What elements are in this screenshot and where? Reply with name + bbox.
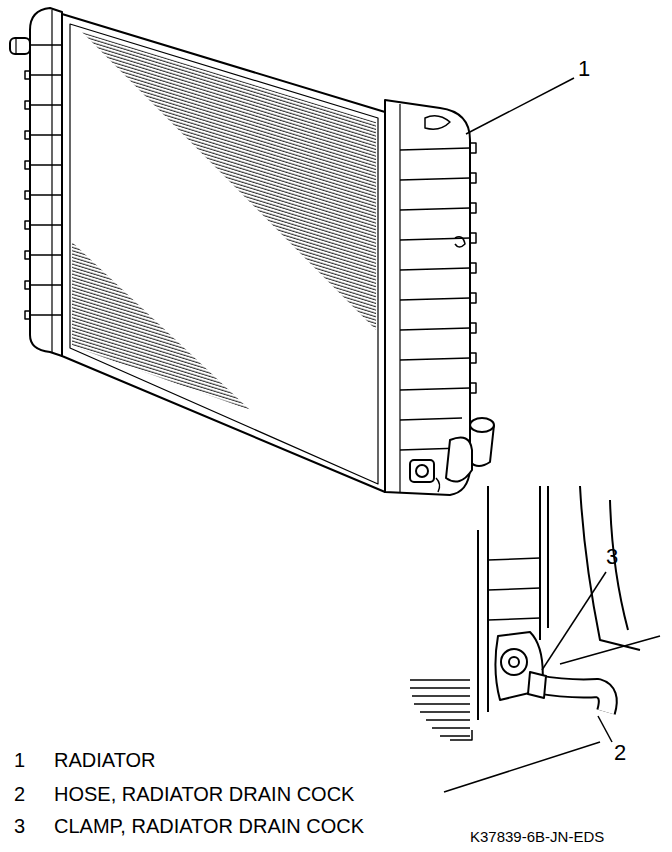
- tank-seam: [51, 10, 52, 352]
- figure-code: K37839-6B-JN-EDS: [470, 828, 604, 846]
- drain-cock-valve: [416, 465, 428, 477]
- tank-cap-detail: [425, 116, 450, 129]
- core-frame: [450, 730, 472, 740]
- tank-outline: [580, 486, 640, 650]
- drain-hose: [536, 684, 608, 712]
- drain-cock-spout: [436, 478, 440, 492]
- radiator-core: [62, 14, 385, 492]
- ground-line: [560, 636, 660, 664]
- tank-ribs: [25, 41, 62, 319]
- core-fins: [410, 680, 470, 736]
- legend-number: 2: [14, 782, 25, 806]
- legend-number: 1: [14, 748, 25, 772]
- tank-side: [478, 486, 548, 720]
- leader-line: [466, 78, 574, 134]
- core-frame: [70, 24, 378, 484]
- drain-cock-detail: [410, 486, 660, 740]
- tank-ribs: [400, 143, 476, 450]
- legend-number: 3: [14, 814, 25, 838]
- tank-fitting: [455, 237, 465, 247]
- core-fins: [82, 32, 376, 330]
- radiator: [10, 8, 494, 495]
- hose-clamp: [528, 672, 546, 698]
- callout-number: 1: [578, 56, 590, 82]
- drain-cock-valve: [501, 649, 527, 675]
- leader-line: [598, 716, 612, 742]
- leader-line: [542, 572, 606, 670]
- inset-border-line: [444, 742, 600, 792]
- tank-ribs: [488, 558, 540, 620]
- right-tank: [385, 100, 470, 495]
- drain-cock-valve-stem: [509, 657, 519, 667]
- core-fins: [72, 242, 250, 410]
- part-name: HOSE, RADIATOR DRAIN COCK: [54, 782, 354, 806]
- callout-number: 3: [606, 544, 618, 570]
- filler-neck-edge: [15, 38, 16, 54]
- drain-hose-fill: [536, 684, 608, 712]
- part-name: CLAMP, RADIATOR DRAIN COCK: [54, 814, 364, 838]
- callout-number: 2: [614, 740, 626, 766]
- part-name: RADIATOR: [54, 748, 156, 772]
- outlet-base: [446, 438, 472, 482]
- left-tank: [30, 8, 62, 356]
- drain-cock: [410, 460, 434, 482]
- tank-seam: [399, 104, 400, 492]
- outlet-opening: [470, 418, 494, 432]
- filler-neck: [10, 38, 30, 54]
